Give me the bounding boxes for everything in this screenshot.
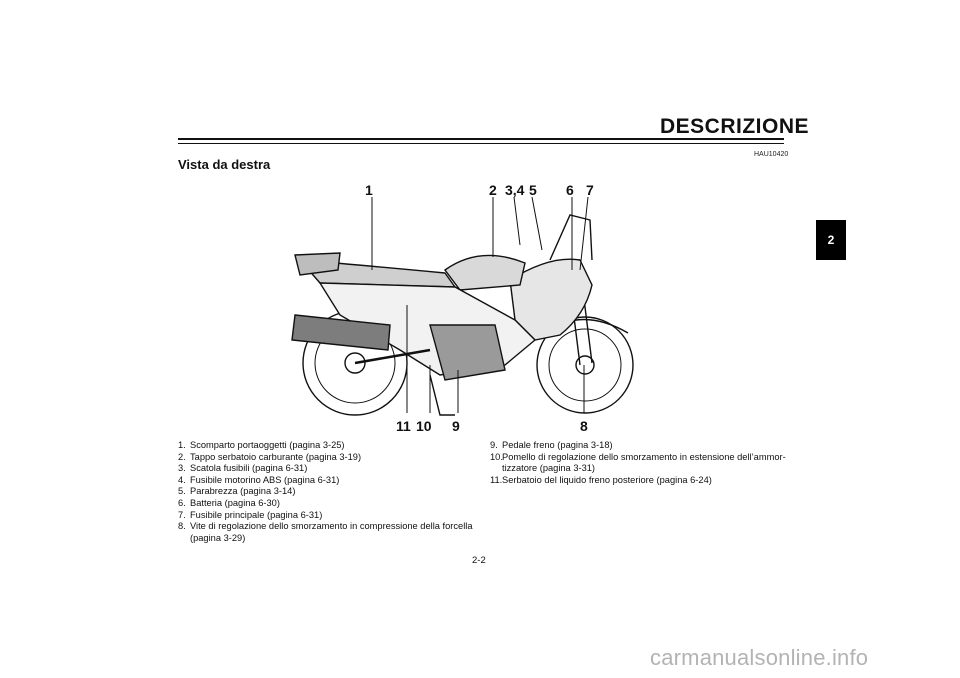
callout-7: 7 (586, 182, 594, 198)
chapter-tab: 2 (816, 220, 846, 260)
legend-item: 9.Pedale freno (pagina 3-18) (490, 440, 613, 450)
legend-item: 6.Batteria (pagina 6-30) (178, 497, 280, 508)
callout-5: 5 (529, 182, 537, 198)
watermark: carmanualsonline.info (650, 645, 869, 670)
legend-item: 5.Parabrezza (pagina 3-14) (178, 486, 296, 497)
header-rule-thick (178, 138, 784, 140)
callout-9: 9 (452, 418, 460, 434)
callout-2: 2 (489, 182, 497, 198)
legend-item: 10.Pomello di regolazione dello smorzame… (490, 451, 786, 474)
legend-left: 1.Scomparto portaoggetti (pagina 3-25) 2… (178, 440, 478, 544)
legend-item: 4.Fusibile motorino ABS (pagina 6-31) (178, 474, 340, 485)
legend-item: 3.Scatola fusibili (pagina 6-31) (178, 463, 308, 474)
callout-1: 1 (365, 182, 373, 198)
callout-10: 10 (416, 418, 432, 434)
page-header-title: DESCRIZIONE (660, 115, 810, 138)
motorcycle-illustration (291, 196, 634, 416)
legend-item: 7.Fusibile principale (pagina 6-31) (178, 509, 323, 520)
callout-8: 8 (580, 418, 588, 434)
callout-6: 6 (566, 182, 574, 198)
legend-item: 11.Serbatoio del liquido freno posterior… (490, 474, 712, 485)
page-number: 2-2 (472, 555, 486, 566)
legend-item: 1.Scomparto portaoggetti (pagina 3-25) (178, 440, 345, 450)
front-wheel (536, 316, 634, 414)
callout-3-4: 3,4 (505, 182, 525, 198)
legend-item: 8.Vite di regolazione dello smorzamento … (178, 521, 473, 543)
callout-11: 11 (396, 418, 411, 434)
header-rule-thin (178, 143, 784, 144)
section-code: HAU10420 (754, 151, 789, 158)
legend-item: 2.Tappo serbatoio carburante (pagina 3-1… (178, 451, 362, 462)
legend-right: 9.Pedale freno (pagina 3-18) 10.Pomello … (490, 440, 790, 486)
section-title: Vista da destra (178, 157, 271, 172)
